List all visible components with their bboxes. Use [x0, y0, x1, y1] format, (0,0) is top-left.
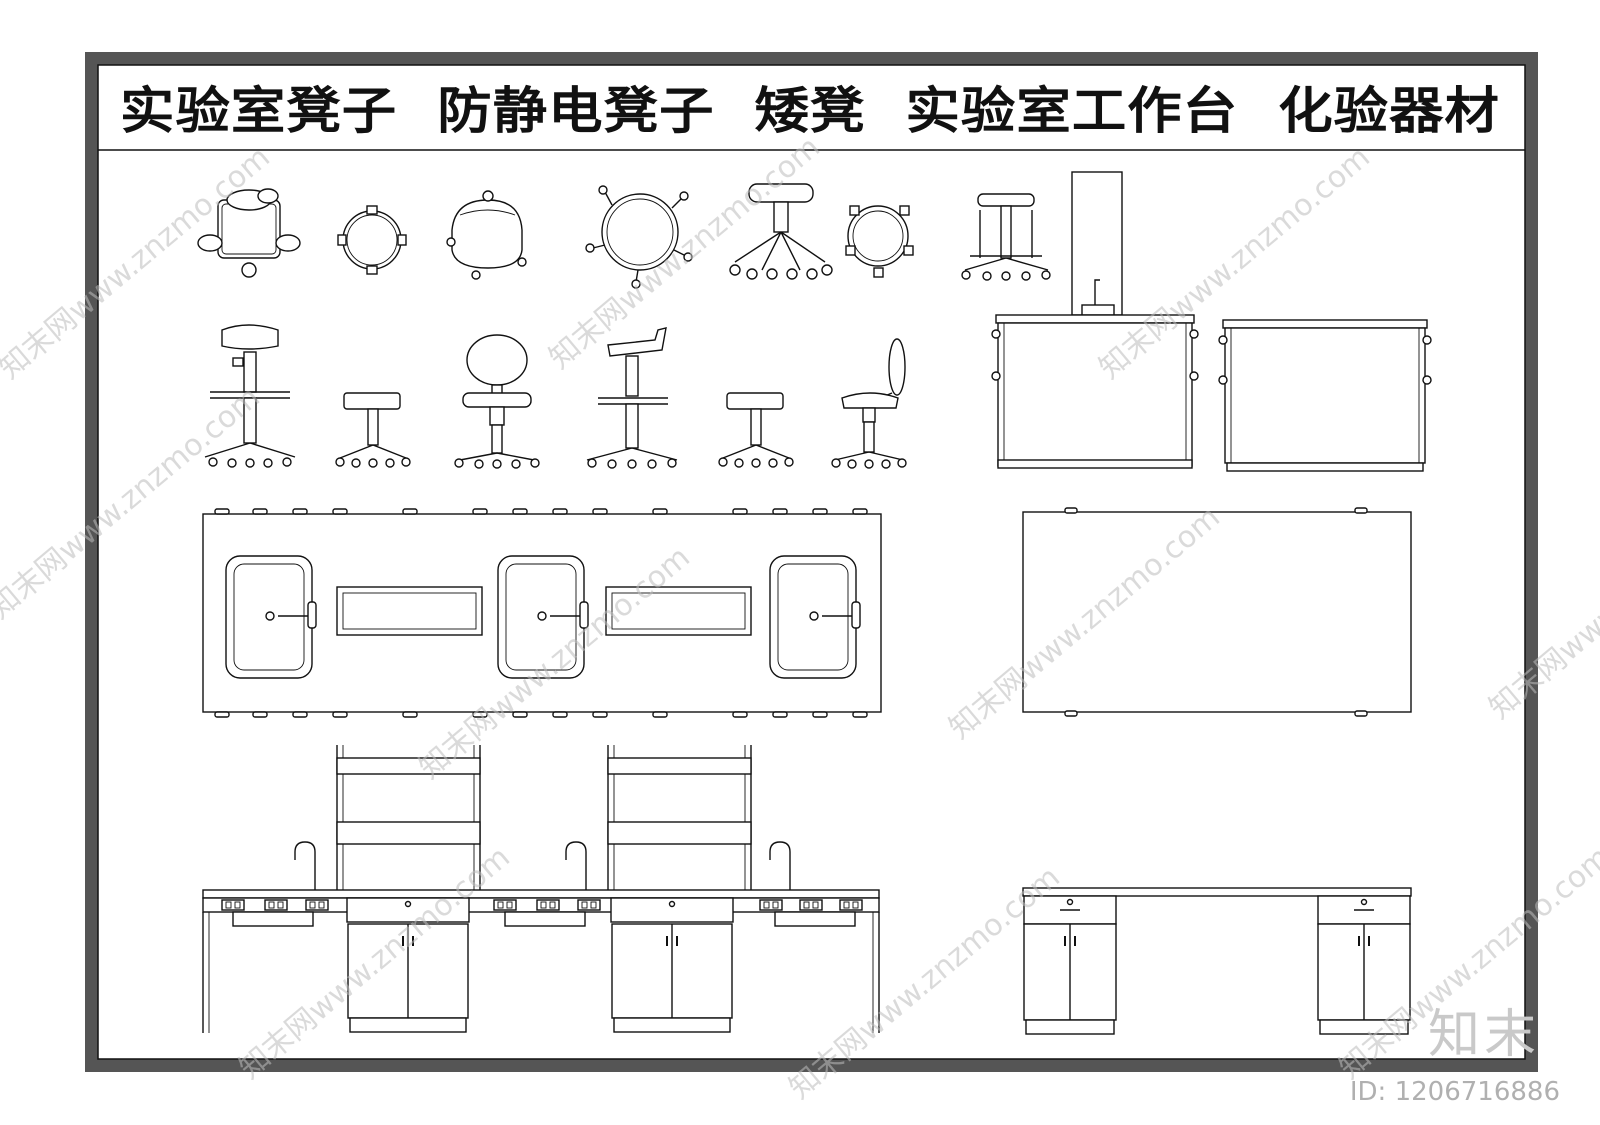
socket-slot — [772, 901, 779, 909]
power-socket — [577, 899, 601, 911]
power-socket — [536, 899, 560, 911]
chair-side-1 — [204, 324, 296, 468]
power-socket — [264, 899, 288, 911]
socket-slot — [581, 901, 588, 909]
power-socket — [839, 899, 863, 911]
socket-mark — [552, 508, 568, 515]
power-socket — [221, 899, 245, 911]
socket-slot — [812, 901, 819, 909]
brand-logo-text: 知末 — [1427, 1005, 1540, 1065]
socket-mark — [732, 711, 748, 718]
socket-mark — [592, 508, 608, 515]
socket-mark — [332, 508, 348, 515]
cabinet-1 — [346, 897, 470, 1033]
lab-table-plan — [1022, 507, 1412, 717]
stool-plan-2 — [337, 205, 407, 275]
socket-mark — [812, 711, 828, 718]
socket-slot — [763, 901, 770, 909]
reagent-shelf-2 — [607, 745, 752, 890]
socket-mark — [652, 711, 668, 718]
socket-slot — [843, 901, 850, 909]
socket-mark — [812, 508, 828, 515]
socket-mark — [852, 508, 868, 515]
socket-mark — [472, 711, 488, 718]
cabinet-2 — [610, 897, 734, 1033]
socket-mark — [552, 711, 568, 718]
socket-mark — [512, 711, 528, 718]
socket-mark — [252, 711, 268, 718]
bench-end-elevation-with-fume — [991, 171, 1199, 469]
socket-mark — [652, 508, 668, 515]
stool-plan-4 — [585, 185, 693, 289]
power-socket — [799, 899, 823, 911]
cabinet-left — [1023, 895, 1117, 1035]
chair-side-3 — [454, 334, 540, 469]
stool-side-5 — [729, 183, 833, 280]
socket-mark — [402, 711, 418, 718]
reagent-shelf-1 — [336, 745, 481, 890]
page-title: 实验室凳子 防静电凳子 矮凳 实验室工作台 化验器材 — [120, 82, 1500, 140]
stool-plan-3 — [446, 190, 527, 280]
socket-mark — [214, 508, 230, 515]
chair-side-4 — [586, 327, 678, 469]
socket-mark — [732, 508, 748, 515]
power-socket — [493, 899, 517, 911]
socket-mark — [772, 711, 788, 718]
socket-slot — [549, 901, 556, 909]
socket-mark — [332, 711, 348, 718]
socket-slot — [268, 901, 275, 909]
cabinet-right — [1317, 895, 1411, 1035]
image-id-label: ID: 1206716886 — [1349, 1077, 1560, 1107]
power-socket — [759, 899, 783, 911]
socket-mark — [402, 508, 418, 515]
socket-slot — [497, 901, 504, 909]
socket-mark — [292, 711, 308, 718]
stool-low-2 — [335, 392, 411, 468]
power-socket — [305, 899, 329, 911]
socket-mark — [852, 711, 868, 718]
lab-table-front-elevation — [1022, 887, 1412, 1035]
socket-slot — [803, 901, 810, 909]
stool-plan-1 — [197, 188, 301, 278]
bench-end-elevation — [1218, 319, 1432, 472]
sink-2 — [497, 555, 589, 679]
lab-bench-front-elevation — [202, 745, 880, 1033]
stool-plan-6 — [845, 205, 914, 278]
stool-low-5 — [718, 392, 794, 468]
socket-slot — [234, 901, 241, 909]
socket-mark — [214, 711, 230, 718]
socket-mark — [592, 711, 608, 718]
lab-bench-plan-sinks — [202, 508, 882, 718]
socket-slot — [590, 901, 597, 909]
sink-1 — [225, 555, 317, 679]
socket-slot — [540, 901, 547, 909]
socket-mark — [772, 508, 788, 515]
stool-side-7 — [961, 193, 1051, 281]
socket-slot — [506, 901, 513, 909]
socket-slot — [852, 901, 859, 909]
socket-slot — [277, 901, 284, 909]
socket-mark — [472, 508, 488, 515]
socket-slot — [309, 901, 316, 909]
chair-side-6 — [831, 338, 907, 469]
sink-3 — [769, 555, 861, 679]
socket-slot — [225, 901, 232, 909]
socket-slot — [318, 901, 325, 909]
socket-mark — [292, 508, 308, 515]
socket-mark — [512, 508, 528, 515]
socket-mark — [252, 508, 268, 515]
